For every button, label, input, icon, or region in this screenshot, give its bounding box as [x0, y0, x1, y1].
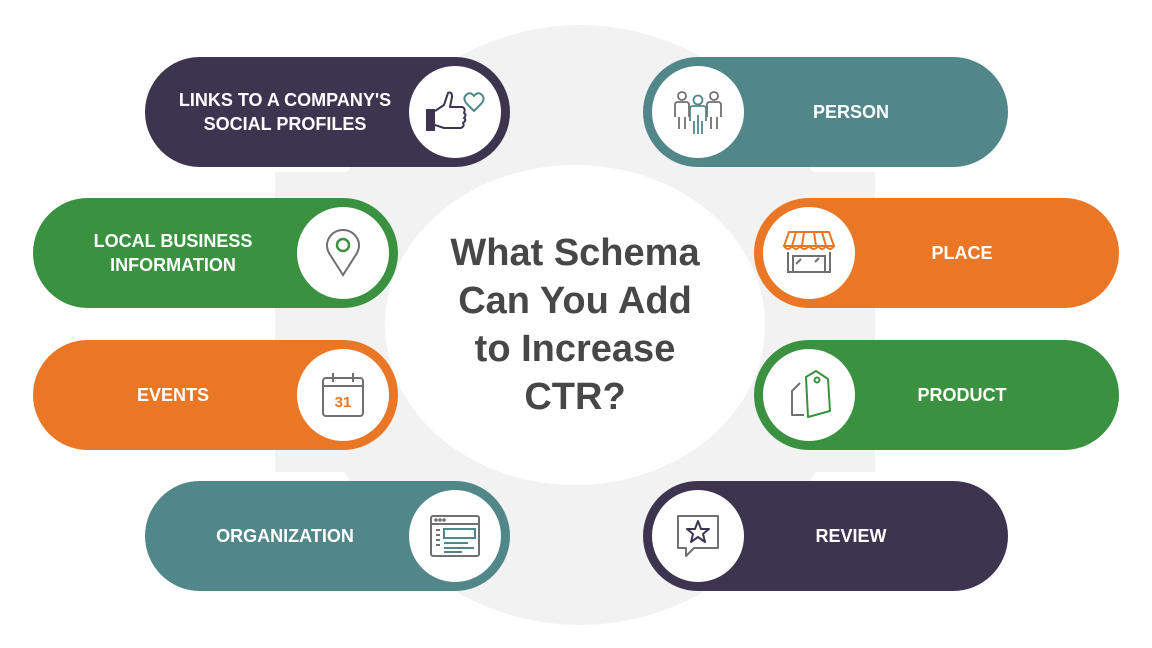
item-label-place: PLACE — [931, 243, 993, 263]
calendar-date-text: 31 — [335, 394, 352, 411]
center-circle: What Schema Can You Add to Increase CTR? — [385, 165, 765, 485]
people-icon — [652, 66, 744, 158]
item-label-review: REVIEW — [815, 526, 887, 546]
item-label-product: PRODUCT — [917, 385, 1007, 405]
website-icon — [409, 490, 501, 582]
diagram-title: What Schema Can You Add to Increase CTR? — [450, 232, 700, 418]
item-label-social-profiles: LINKS TO A COMPANY'S SOCIAL PROFILES — [178, 90, 392, 134]
item-label-local-business: LOCAL BUSINESS INFORMATION — [93, 231, 253, 275]
item-label-organization: ORGANIZATION — [216, 526, 354, 546]
item-person: PERSON — [643, 57, 1008, 167]
storefront-icon — [763, 207, 855, 299]
calendar-icon: 31 — [297, 349, 389, 441]
item-product: PRODUCT — [754, 340, 1119, 450]
thumbs-up-heart-icon — [409, 66, 501, 158]
item-review: REVIEW — [643, 481, 1008, 591]
item-local-business: LOCAL BUSINESS INFORMATION — [33, 198, 398, 308]
item-social-profiles: LINKS TO A COMPANY'S SOCIAL PROFILES — [145, 57, 510, 167]
item-label-events: EVENTS — [136, 385, 210, 405]
item-label-person: PERSON — [812, 102, 890, 122]
review-star-icon — [652, 490, 744, 582]
map-pin-icon — [297, 207, 389, 299]
price-tag-icon — [763, 349, 855, 441]
item-place: PLACE — [754, 198, 1119, 308]
item-organization: ORGANIZATION — [145, 481, 510, 591]
item-events: EVENTS 31 — [33, 340, 398, 450]
